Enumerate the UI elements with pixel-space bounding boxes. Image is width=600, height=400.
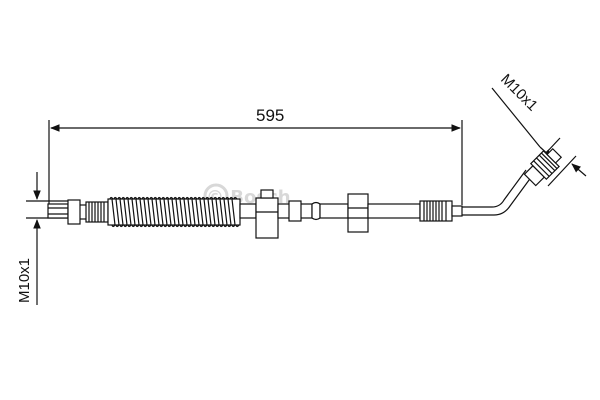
- mounting-bracket-2: [347, 193, 369, 233]
- right-thread-ext-b: [547, 155, 577, 187]
- middle-hose: [277, 200, 349, 222]
- length-label: 595: [256, 106, 284, 125]
- spring-guard: [107, 196, 241, 228]
- right-thread-leader: [491, 87, 541, 148]
- left-thread-label: M10x1: [16, 258, 33, 303]
- right-thread-label: M10x1: [497, 71, 541, 115]
- metal-pipe: [462, 169, 533, 216]
- left-end-fitting: [47, 199, 109, 225]
- angled-end-nut: [523, 147, 563, 187]
- right-thread-arrow-bottom: [571, 163, 587, 177]
- right-end-fitting: [419, 200, 463, 222]
- length-dimension: [48, 120, 463, 205]
- brake-hose: [47, 147, 563, 239]
